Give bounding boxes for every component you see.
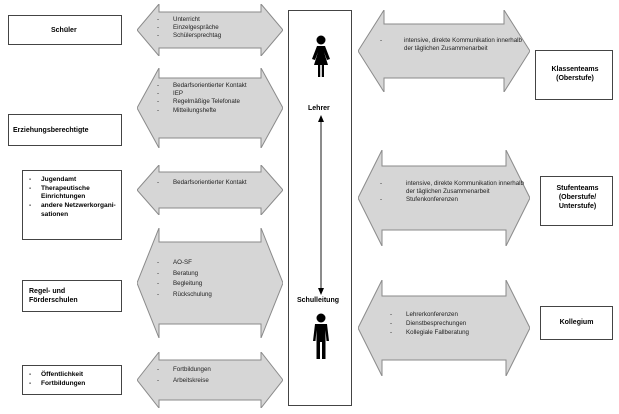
- vertical-double-arrow: [318, 115, 324, 295]
- box-stufenteams: Stufenteams (Oberstufe/ Unterstufe): [540, 176, 613, 226]
- box-kollegium-label: Kollegium: [559, 319, 594, 326]
- arrow-schueler-item: Unterricht: [155, 16, 221, 24]
- box-regelschulen-label: Regel- und Förderschulen: [29, 288, 78, 305]
- male-person-icon: [313, 313, 329, 359]
- netzwerk-item: Therapeutische Einrichtungen: [29, 185, 117, 202]
- arrow-eltern-item: Mitteilungshefte: [155, 107, 275, 115]
- arrow-eltern-item: IEP: [155, 90, 275, 98]
- center-column: Lehrer Schulleitung: [288, 10, 352, 406]
- schulleitung-label: Schulleitung: [297, 297, 339, 304]
- arrow-netzwerk-item: Bedarfsorientierter Kontakt: [155, 178, 265, 188]
- box-schueler-label: Schüler: [51, 27, 77, 34]
- arrow-erziehungsberechtigte: Bedarfsorientierter Kontakt IEP Regelmäß…: [137, 68, 283, 148]
- arrow-fortbildung-item: Fortbildungen: [155, 365, 211, 376]
- arrow-klassenteams-item: intensive, direkte Kommunikation innerha…: [378, 37, 528, 53]
- arrow-regelschulen-item: AO-SF: [155, 258, 212, 269]
- box-erziehungsberechtigte-label: Erziehungsberechtigte: [13, 127, 89, 134]
- lehrer-label: Lehrer: [308, 105, 330, 112]
- netzwerk-item: andere Netzwerkorgani-sationen: [29, 202, 117, 219]
- box-klassenteams-label: Klassenteams (Oberstufe): [551, 66, 599, 83]
- arrow-regelschulen-item: Rückschulung: [155, 290, 212, 301]
- box-kollegium: Kollegium: [540, 306, 613, 340]
- netzwerk-item: Jugendamt: [29, 176, 117, 185]
- arrow-eltern-item: Bedarfsorientierter Kontakt: [155, 82, 275, 90]
- arrow-regelschulen: AO-SF Beratung Begleitung Rückschulung: [137, 228, 283, 338]
- arrow-regelschulen-item: Beratung: [155, 269, 212, 280]
- arrow-klassenteams: intensive, direkte Kommunikation innerha…: [358, 10, 530, 92]
- arrow-schueler-item: Schülersprechtag: [155, 32, 221, 40]
- box-stufenteams-label: Stufenteams (Oberstufe/ Unterstufe): [556, 185, 599, 211]
- arrow-stufenteams-item: intensive, direkte Kommunikation innerha…: [378, 180, 524, 196]
- arrow-stufenteams-item: Stufenkonferenzen: [378, 196, 524, 204]
- box-klassenteams: Klassenteams (Oberstufe): [535, 50, 613, 100]
- double-arrow-shape: [137, 165, 283, 215]
- arrow-schueler-item: Einzelgespräche: [155, 24, 221, 32]
- arrow-kollegium: Lehrerkonferenzen Dienstbesprechungen Ko…: [358, 280, 530, 376]
- arrow-fortbildung: Fortbildungen Arbeitskreise: [137, 352, 283, 408]
- box-schueler: Schüler: [8, 15, 122, 45]
- arrow-fortbildung-item: Arbeitskreise: [155, 376, 211, 387]
- arrow-eltern-item: Regelmäßige Telefonate: [155, 98, 275, 106]
- box-regelschulen: Regel- und Förderschulen: [22, 280, 122, 312]
- arrow-kollegium-item: Dienstbesprechungen: [388, 320, 469, 329]
- arrow-netzwerk: Bedarfsorientierter Kontakt: [137, 165, 283, 215]
- arrow-kollegium-item: Lehrerkonferenzen: [388, 311, 469, 320]
- arrow-schueler: Unterricht Einzelgespräche Schülersprech…: [137, 4, 283, 56]
- box-fortbildung: Öffentlichkeit Fortbildungen: [22, 365, 122, 395]
- box-netzwerk: Jugendamt Therapeutische Einrichtungen a…: [22, 170, 122, 240]
- fortbildung-item: Fortbildungen: [29, 380, 117, 389]
- box-erziehungsberechtigte: Erziehungsberechtigte: [8, 114, 122, 146]
- arrow-regelschulen-item: Begleitung: [155, 279, 212, 290]
- arrow-stufenteams: intensive, direkte Kommunikation innerha…: [358, 150, 530, 246]
- fortbildung-item: Öffentlichkeit: [29, 371, 117, 380]
- female-person-icon: [312, 35, 330, 77]
- arrow-kollegium-item: Kollegiale Fallberatung: [388, 329, 469, 338]
